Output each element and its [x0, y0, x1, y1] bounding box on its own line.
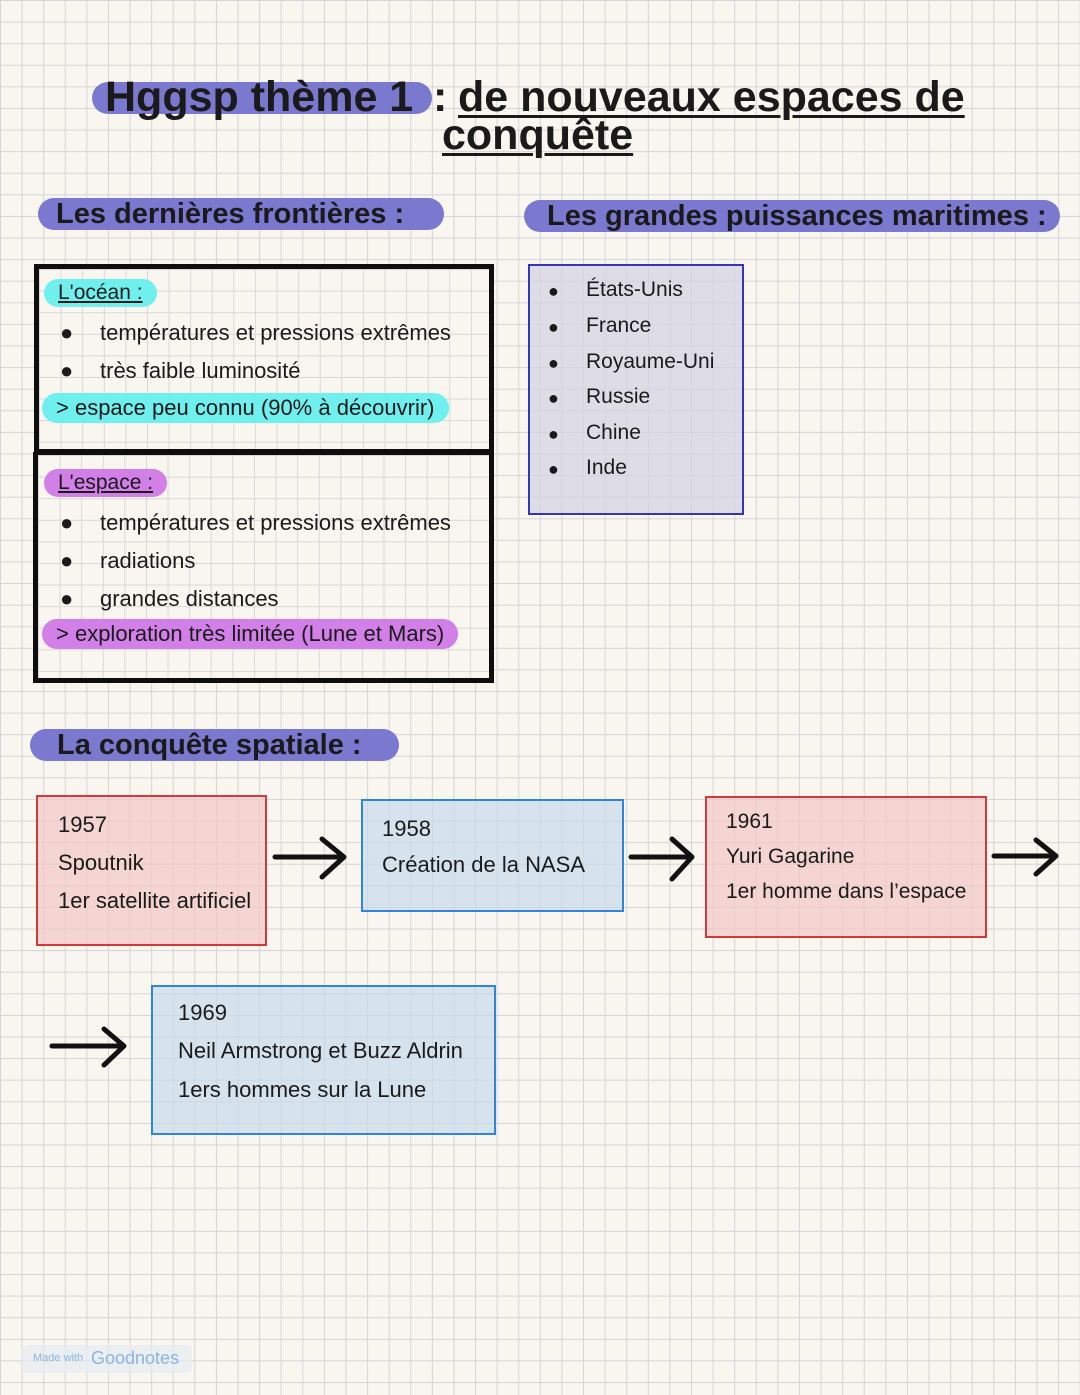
timeline-event-1969: 1969 Neil Armstrong et Buzz Aldrin 1ers … [151, 985, 496, 1135]
right-arrow-icon [628, 836, 695, 882]
timeline-event-1957: 1957 Spoutnik 1er satellite artificiel [36, 795, 267, 946]
bullet-dot: ● [548, 424, 559, 444]
section-heading-maritimes: Les grandes puissances maritimes : [524, 200, 1060, 232]
bullet-dot: ● [548, 459, 559, 479]
right-arrow-icon [49, 1026, 127, 1068]
right-arrow-icon [272, 836, 347, 880]
event-description: 1er homme dans l’espace [726, 880, 967, 903]
event-year: 1969 [178, 1000, 227, 1025]
list-item: ● températures et pressions extrêmes [60, 510, 451, 535]
list-item: ● radiations [60, 548, 196, 573]
bullet-dot: ● [60, 510, 74, 535]
right-arrow-icon [991, 837, 1059, 877]
event-year: 1961 [726, 810, 773, 833]
espace-box: L'espace : ● températures et pressions e… [33, 452, 494, 683]
event-title: Spoutnik [58, 850, 144, 875]
event-title: Yuri Gagarine [726, 845, 855, 868]
event-year: 1958 [382, 816, 431, 841]
maritime-powers-box: ● États-Unis ● France ● Royaume-Uni ● Ru… [528, 264, 744, 515]
bullet-dot: ● [60, 586, 74, 611]
ocean-box: L'océan : ● températures et pressions ex… [34, 264, 494, 454]
espace-label: L'espace : [44, 469, 168, 497]
ocean-label: L'océan : [44, 279, 157, 307]
list-item: ● grandes distances [60, 586, 279, 611]
section-heading-conquete: La conquête spatiale : [30, 729, 399, 761]
timeline-event-1958: 1958 Création de la NASA [361, 799, 624, 912]
event-description: 1er satellite artificiel [58, 888, 252, 913]
timeline-event-1961: 1961 Yuri Gagarine 1er homme dans l’espa… [705, 796, 987, 938]
goodnotes-watermark: Made with Goodnotes [22, 1345, 192, 1373]
ocean-conclusion: > espace peu connu (90% à découvrir) [42, 393, 449, 423]
bullet-dot: ● [548, 353, 559, 373]
title-highlight [92, 82, 432, 114]
page-title-subject-end: conquête [442, 111, 634, 159]
event-title: Neil Armstrong et Buzz Aldrin [178, 1038, 463, 1063]
bullet-dot: ● [548, 317, 559, 337]
page-title-colon: : [433, 73, 448, 121]
list-item: ● très faible luminosité [60, 358, 301, 383]
bullet-dot: ● [60, 320, 74, 345]
list-item: ● températures et pressions extrêmes [60, 320, 451, 345]
page-title-theme: Hggsp thème 1 [105, 73, 414, 121]
section-heading-frontieres: Les dernières frontières : [38, 198, 444, 230]
watermark-brand: Goodnotes [91, 1348, 180, 1368]
page-title-subject: de nouveaux espaces de [458, 73, 965, 121]
event-title: Création de la NASA [382, 852, 585, 877]
watermark-made-with: Made with [33, 1352, 84, 1364]
event-year: 1957 [58, 812, 107, 837]
event-description: 1ers hommes sur la Lune [178, 1077, 427, 1102]
bullet-dot: ● [60, 358, 74, 383]
espace-conclusion: > exploration très limitée (Lune et Mars… [42, 619, 459, 649]
bullet-dot: ● [60, 548, 74, 573]
bullet-dot: ● [548, 388, 559, 408]
bullet-dot: ● [548, 281, 559, 301]
